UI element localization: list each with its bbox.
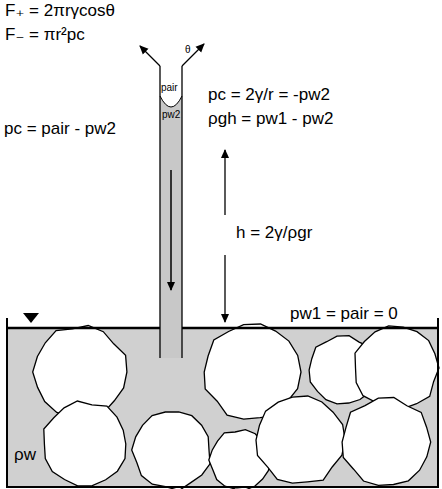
soil-grain <box>44 401 126 486</box>
water-table-symbol <box>23 313 39 323</box>
force-equation: F₊ = 2πrγcosθ <box>5 2 115 21</box>
tube-interior <box>160 66 182 358</box>
height-equation: h = 2γ/ρgr <box>236 224 312 243</box>
force-arrow <box>182 44 204 66</box>
soil-grain <box>132 412 210 489</box>
tube-water <box>160 96 182 358</box>
pressure-equation: ρgh = pw1 - pw2 <box>208 110 333 129</box>
force-equation: F₋ = πr²pc <box>5 26 85 45</box>
height-arrow <box>224 255 225 322</box>
height-arrow <box>224 150 225 215</box>
meniscus <box>160 96 182 107</box>
pressure-label: pw2 <box>162 109 180 120</box>
soil-grains <box>33 324 439 489</box>
tube-wall <box>159 66 160 358</box>
pressure-equation: pw1 = pair = 0 <box>290 305 398 324</box>
soil-grain <box>355 326 439 412</box>
pressure-label: pair <box>161 82 178 93</box>
pressure-equation: pc = 2γ/r = -pw2 <box>208 86 330 105</box>
force-arrow <box>140 46 160 66</box>
soil-grain <box>342 398 431 486</box>
flow-arrow <box>170 170 172 290</box>
tube-wall <box>181 66 182 358</box>
pressure-equation: pc = pair - pw2 <box>4 120 116 139</box>
soil-grain <box>256 396 345 483</box>
container <box>7 318 438 487</box>
water-surface <box>7 327 438 330</box>
density-label: ρw <box>14 446 36 465</box>
angle-label: θ <box>185 44 191 55</box>
